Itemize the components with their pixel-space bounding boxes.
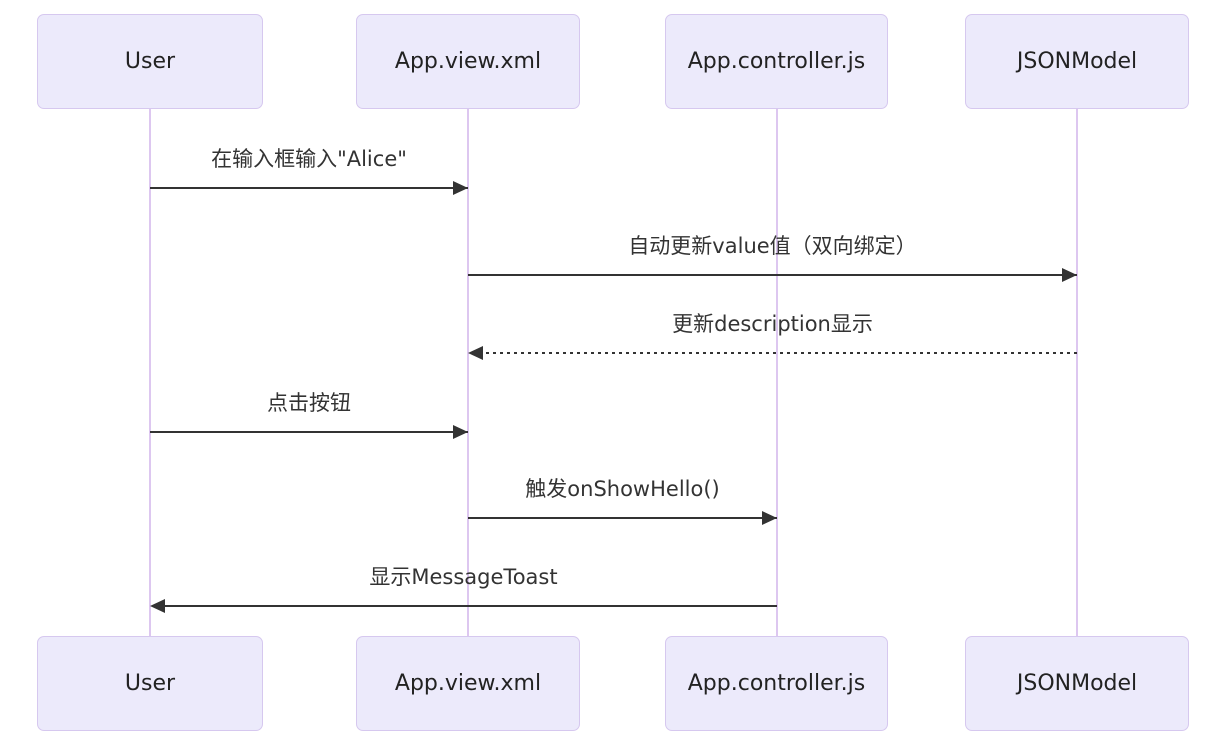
message-line-dashed xyxy=(472,352,1077,354)
actor-label: App.view.xml xyxy=(394,671,542,696)
message-line xyxy=(150,187,468,189)
arrowhead-right-icon xyxy=(453,425,468,439)
arrowhead-right-icon xyxy=(453,181,468,195)
actor-label: JSONModel xyxy=(1016,49,1138,74)
actor-label: App.controller.js xyxy=(687,49,866,74)
arrowhead-right-icon xyxy=(762,511,777,525)
actor-label: App.view.xml xyxy=(394,49,542,74)
message-label-show-messagetoast: 显示MessageToast xyxy=(369,565,558,589)
message-line xyxy=(150,431,468,433)
actor-label: User xyxy=(124,671,176,696)
lifeline-user xyxy=(149,109,151,637)
message-line xyxy=(154,605,777,607)
actor-bottom-app-view-xml: App.view.xml xyxy=(356,636,580,731)
actor-top-app-view-xml: App.view.xml xyxy=(356,14,580,109)
lifeline-app-controller-js xyxy=(776,109,778,637)
actor-bottom-user: User xyxy=(37,636,263,731)
actor-bottom-app-controller-js: App.controller.js xyxy=(665,636,888,731)
message-line xyxy=(468,274,1077,276)
message-line xyxy=(468,517,777,519)
message-label-input-alice: 在输入框输入"Alice" xyxy=(211,147,407,171)
lifeline-jsonmodel xyxy=(1076,109,1078,637)
message-label-update-description: 更新description显示 xyxy=(672,312,873,336)
message-label-trigger-onshowhello: 触发onShowHello() xyxy=(525,477,720,501)
actor-bottom-jsonmodel: JSONModel xyxy=(965,636,1189,731)
actor-label: JSONModel xyxy=(1016,671,1138,696)
arrowhead-left-icon xyxy=(150,599,165,613)
actor-label: App.controller.js xyxy=(687,671,866,696)
actor-top-jsonmodel: JSONModel xyxy=(965,14,1189,109)
actor-label: User xyxy=(124,49,176,74)
actor-top-user: User xyxy=(37,14,263,109)
lifeline-app-view-xml xyxy=(467,109,469,637)
message-label-auto-update-value: 自动更新value值（双向绑定） xyxy=(628,234,917,258)
arrowhead-right-icon xyxy=(1062,268,1077,282)
actor-top-app-controller-js: App.controller.js xyxy=(665,14,888,109)
arrowhead-left-icon xyxy=(468,346,483,360)
message-label-click-button: 点击按钮 xyxy=(267,391,351,415)
